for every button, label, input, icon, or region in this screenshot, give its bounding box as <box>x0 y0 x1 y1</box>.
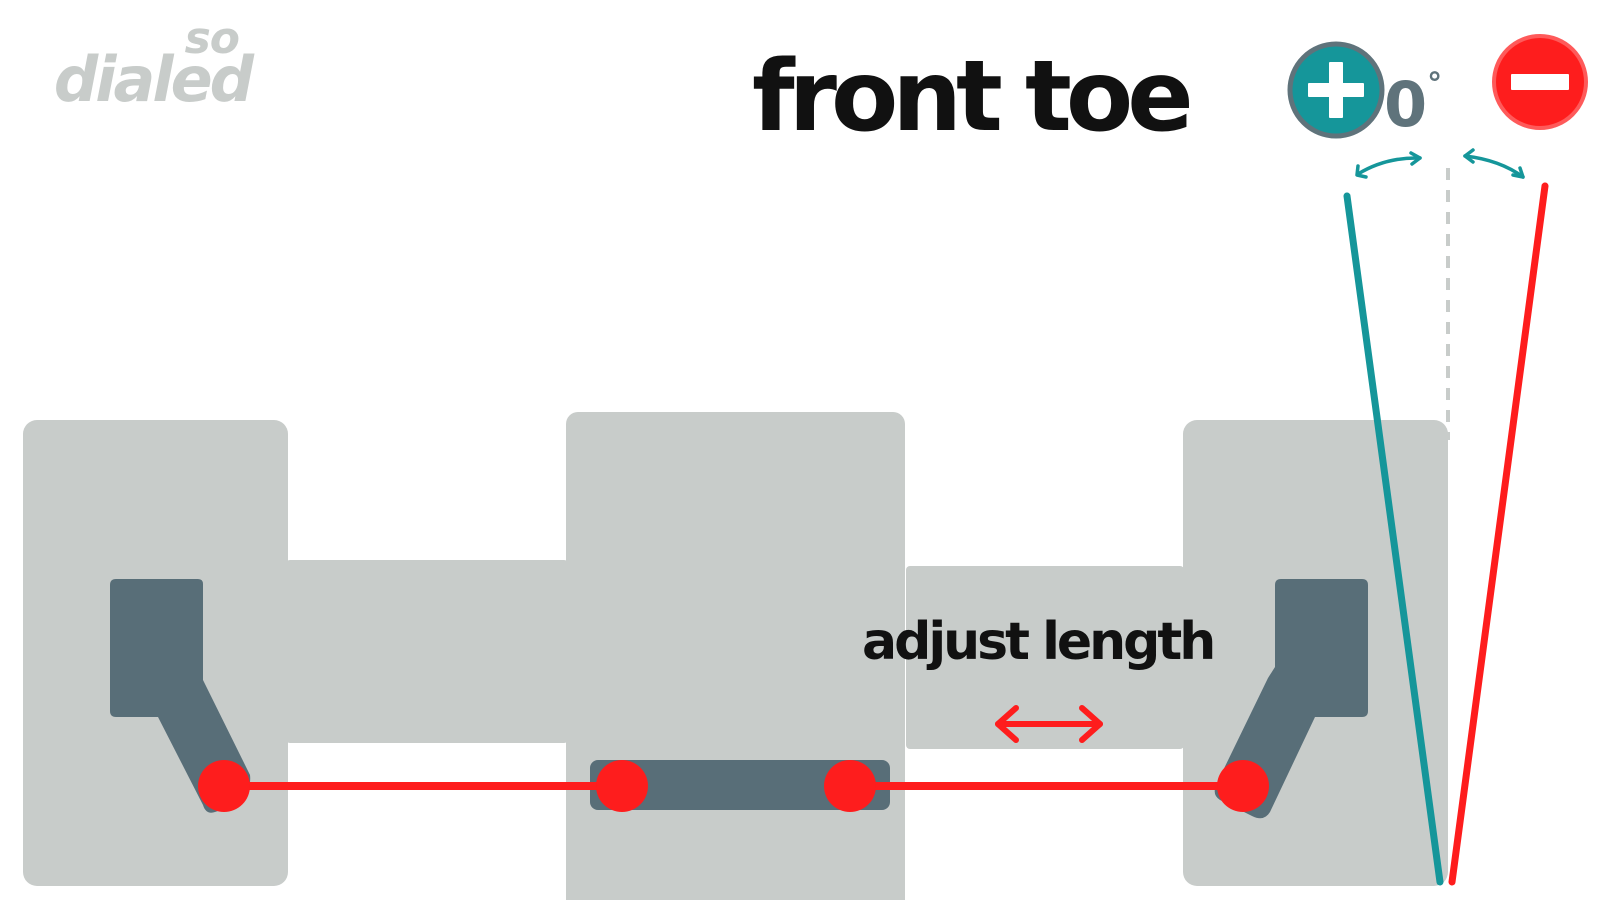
curved-arrow-icon <box>1355 148 1525 179</box>
right-outer-joint <box>1217 760 1269 812</box>
logo-line-1: so <box>184 13 240 64</box>
right-knuckle <box>1214 579 1368 819</box>
left-outer-joint <box>198 760 250 812</box>
logo: so dialed <box>36 13 254 117</box>
plus-circle-icon <box>1287 41 1385 139</box>
adjust-length-label: adjust length <box>862 612 1216 672</box>
toe-in-line <box>1343 192 1444 886</box>
angle-value: 0 <box>1384 68 1427 141</box>
steering-rack <box>590 760 890 810</box>
angle-unit: ° <box>1427 67 1442 102</box>
toe-out-line <box>1448 182 1549 886</box>
left-axle-block <box>286 560 568 743</box>
double-arrow-icon <box>995 705 1103 743</box>
left-knuckle <box>110 579 251 813</box>
right-inner-joint <box>824 760 876 812</box>
right-axle-block <box>906 566 1184 749</box>
logo-line-2: dialed <box>53 43 254 117</box>
minus-circle-icon <box>1492 34 1588 130</box>
center-block <box>566 412 905 900</box>
page-title: front toe <box>752 40 1194 154</box>
zero-degree-label: 0° <box>1384 67 1442 136</box>
left-inner-joint <box>596 760 648 812</box>
